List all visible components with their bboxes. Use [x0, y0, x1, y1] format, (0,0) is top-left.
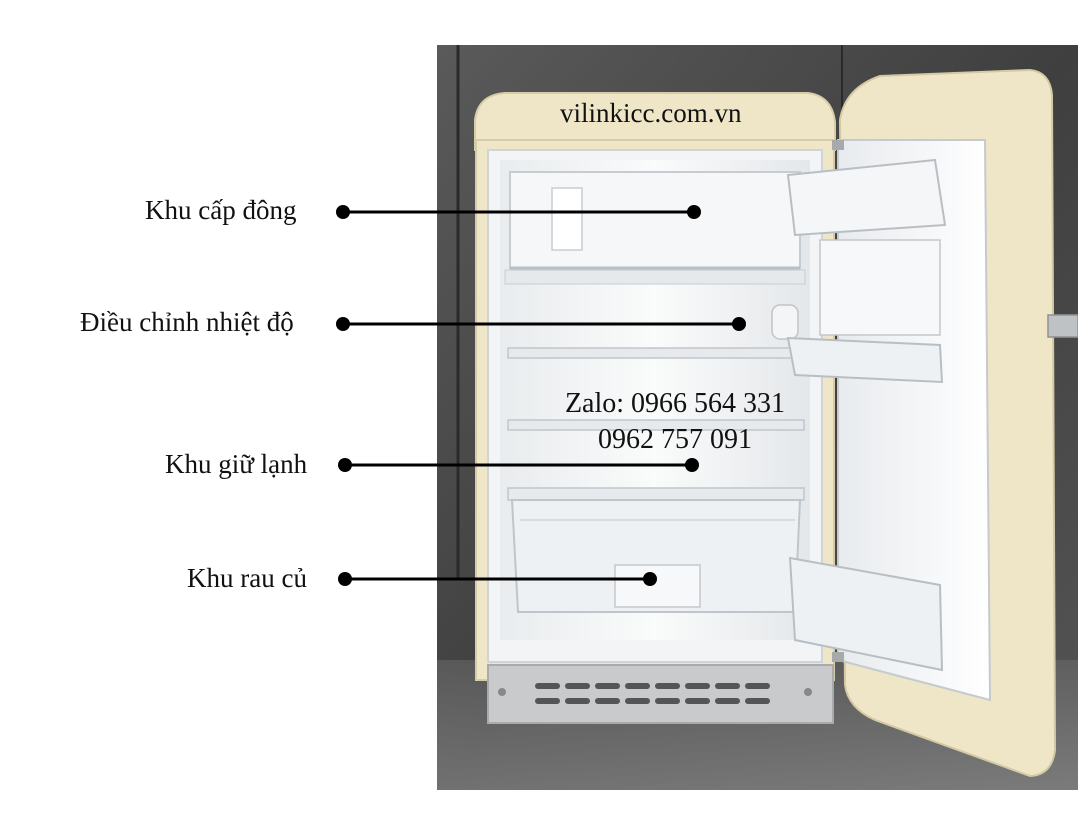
- callout-dot: [732, 317, 746, 331]
- callout-label-crisper: Khu rau củ: [187, 563, 307, 593]
- callout-dot: [338, 572, 352, 586]
- callout-label-fridge: Khu giữ lạnh: [165, 449, 308, 479]
- callout-dot: [687, 205, 701, 219]
- callout-dot: [338, 458, 352, 472]
- callout-fridge-line: [338, 458, 699, 472]
- callout-label-thermostat: Điều chỉnh nhiệt độ: [80, 307, 294, 337]
- watermark-text: vilinkicc.com.vn: [560, 98, 742, 128]
- contact-zalo: Zalo: 0966 564 331: [564, 388, 786, 419]
- contact-block: Zalo: 0966 564 331 0962 757 091: [545, 386, 805, 459]
- callout-freezer-line: [336, 205, 701, 219]
- contact-phone: 0962 757 091: [598, 424, 752, 456]
- callout-dot: [643, 572, 657, 586]
- callout-crisper-line: [338, 572, 657, 586]
- callout-label-freezer: Khu cấp đông: [145, 195, 297, 225]
- callout-thermostat-line: [336, 317, 746, 331]
- callout-dot: [685, 458, 699, 472]
- callout-dot: [336, 205, 350, 219]
- callout-dot: [336, 317, 350, 331]
